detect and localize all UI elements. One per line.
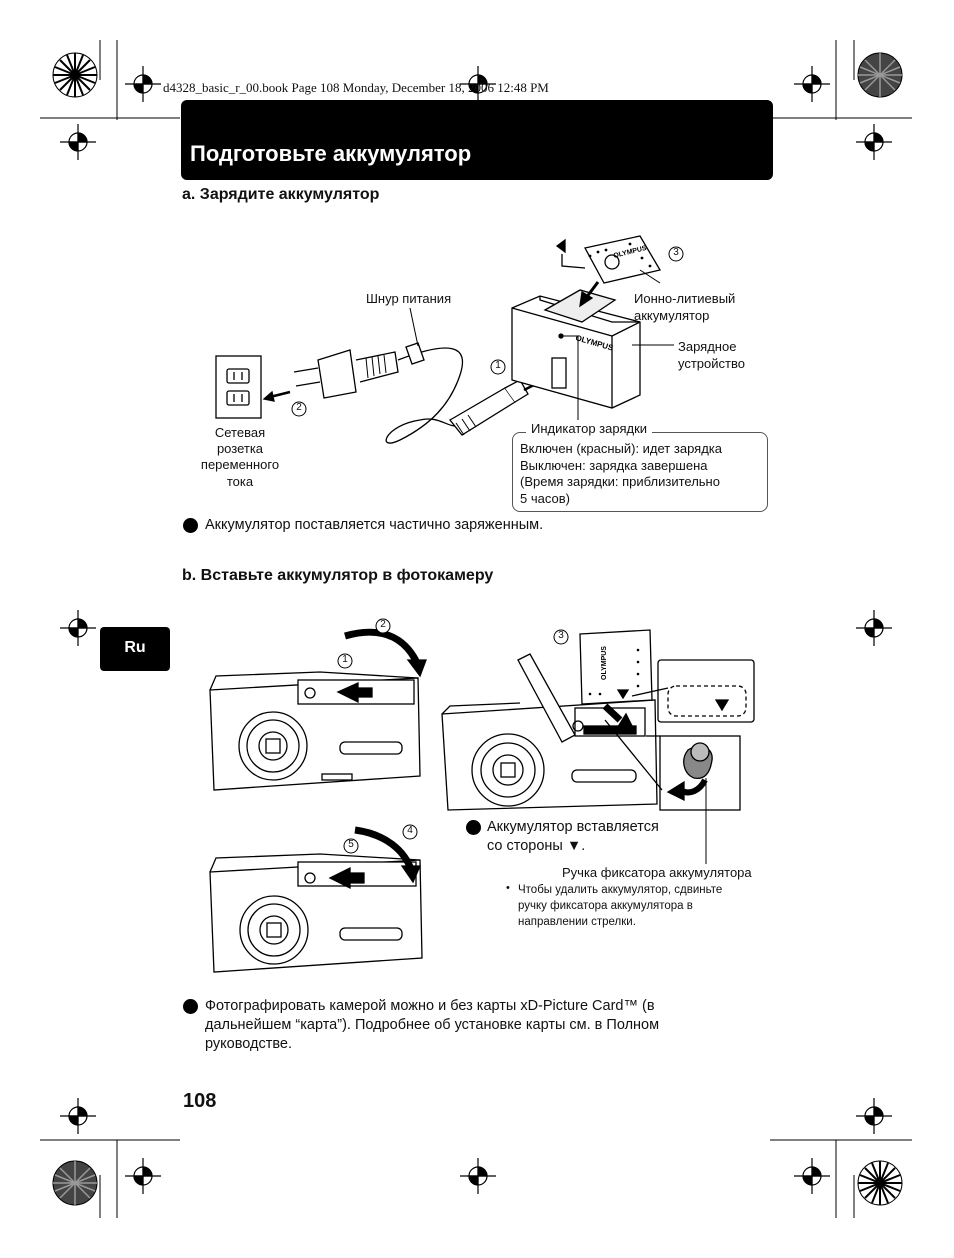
registration-marks [60,66,892,1194]
page-number: 108 [183,1090,217,1112]
step-a-3: 3 [673,247,679,258]
indicator-line-2: Выключен: зарядка завершена [520,457,708,473]
outlet-label-4: тока [226,474,254,489]
step-b-4: 4 [407,825,413,836]
li-ion-label-2: аккумулятор [634,308,710,323]
step-a-1: 1 [495,360,501,371]
indicator-line-4: 5 часов) [520,490,570,506]
language-tab-label: Ru [124,639,146,656]
bullet-icon [183,999,198,1014]
camera-illustrations: OLYMPUS [209,628,755,973]
bullet-icon [183,518,198,533]
lock-line-2: ручку фиксатора аккумулятора в [518,900,693,912]
section-b-heading: b. Вставьте аккумулятор в фотокамеру [182,567,494,584]
bullet-icon [466,820,481,835]
step-markers-a [291,246,684,417]
lock-knob-title: Ручка фиксатора аккумулятора [562,865,752,880]
page-title: Подготовьте аккумулятор [190,141,472,166]
lock-line-3: направлении стрелки. [518,916,636,928]
power-cord-label: Шнур питания [366,291,452,306]
charging-illustration: OLYMPUS OLYMPUS [215,235,674,444]
card-note-line-2: дальнейшем “карта”). Подробнее об устано… [205,1017,660,1033]
indicator-line-1: Включен (красный): идет зарядка [520,441,722,456]
lock-line-1: Чтобы удалить аккумулятор, сдвиньте [518,884,723,896]
indicator-text: Включен (красный): идет зарядка Выключен… [520,441,722,507]
step-b-3: 3 [558,630,564,641]
insert-note-2: со стороны ▼. [487,838,586,854]
title-bar [181,100,773,180]
insert-note-1: Аккумулятор вставляется [487,819,659,835]
card-note-line-3: руководстве. [205,1036,292,1052]
indicator-line-3: (Время зарядки: приблизительно [520,474,720,489]
li-ion-label-1: Ионно-литиевый [634,291,736,306]
lock-instructions: Чтобы удалить аккумулятор, сдвиньте ручк… [518,882,722,930]
charger-label-2: устройство [678,356,745,371]
step-b-5: 5 [348,839,354,850]
outlet-label-2: розетка [216,441,264,456]
charger-label-1: Зарядное [678,339,737,354]
outlet-label-1: Сетевая [214,425,266,440]
step-a-2: 2 [296,402,302,413]
print-info-line: d4328_basic_r_00.book Page 108 Monday, D… [163,80,549,95]
section-a-heading: a. Зарядите аккумулятор [182,186,380,203]
language-tab [100,627,170,671]
lock-bullet: • [506,882,510,894]
step-b-1: 1 [342,654,348,665]
step-markers-b [337,618,569,854]
crop-marks [40,40,912,1218]
card-note-line-1: Фотографировать камерой можно и без карт… [205,998,655,1014]
starburst-marks [52,52,903,1206]
indicator-title: Индикатор зарядки [526,421,653,436]
outlet-label-3: переменного [200,457,280,472]
charge-note: Аккумулятор поставляется частично заряже… [205,517,544,533]
step-b-2: 2 [380,619,386,630]
card-note: Фотографировать камерой можно и без карт… [205,997,659,1054]
b-battery-brand-text: OLYMPUS [601,646,608,680]
